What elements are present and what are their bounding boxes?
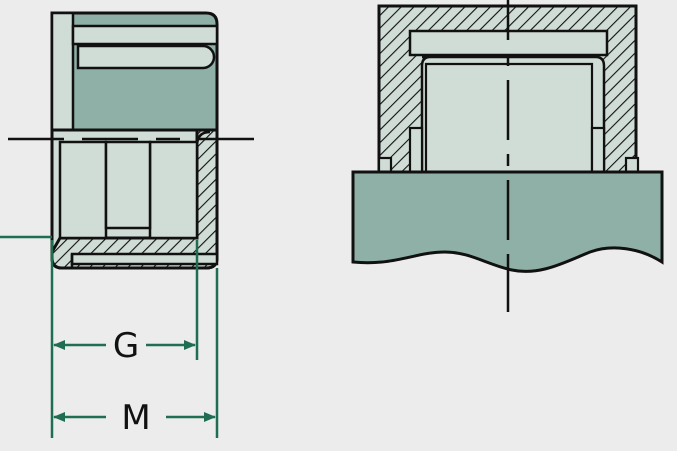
thread-core: [104, 140, 152, 230]
cap-section-view: [351, 0, 664, 312]
nut-bottom-band: [70, 252, 219, 266]
dimension-g-label: G: [113, 326, 139, 366]
cap-left-slot: [408, 126, 424, 174]
dimension-annotations: G M: [0, 235, 219, 438]
cap-left-foot: [377, 156, 393, 174]
dimension-m-label: M: [121, 398, 150, 438]
thread-ridge-2: [148, 140, 199, 240]
cap-right-slot: [590, 126, 606, 174]
nut-left-strip: [50, 11, 75, 132]
thread-ridge-1: [58, 140, 108, 240]
nut-groove-band-top: [71, 24, 219, 46]
nut-half-section-view: [8, 11, 254, 270]
nut-groove-band: [76, 44, 216, 70]
cap-right-foot: [624, 156, 640, 174]
